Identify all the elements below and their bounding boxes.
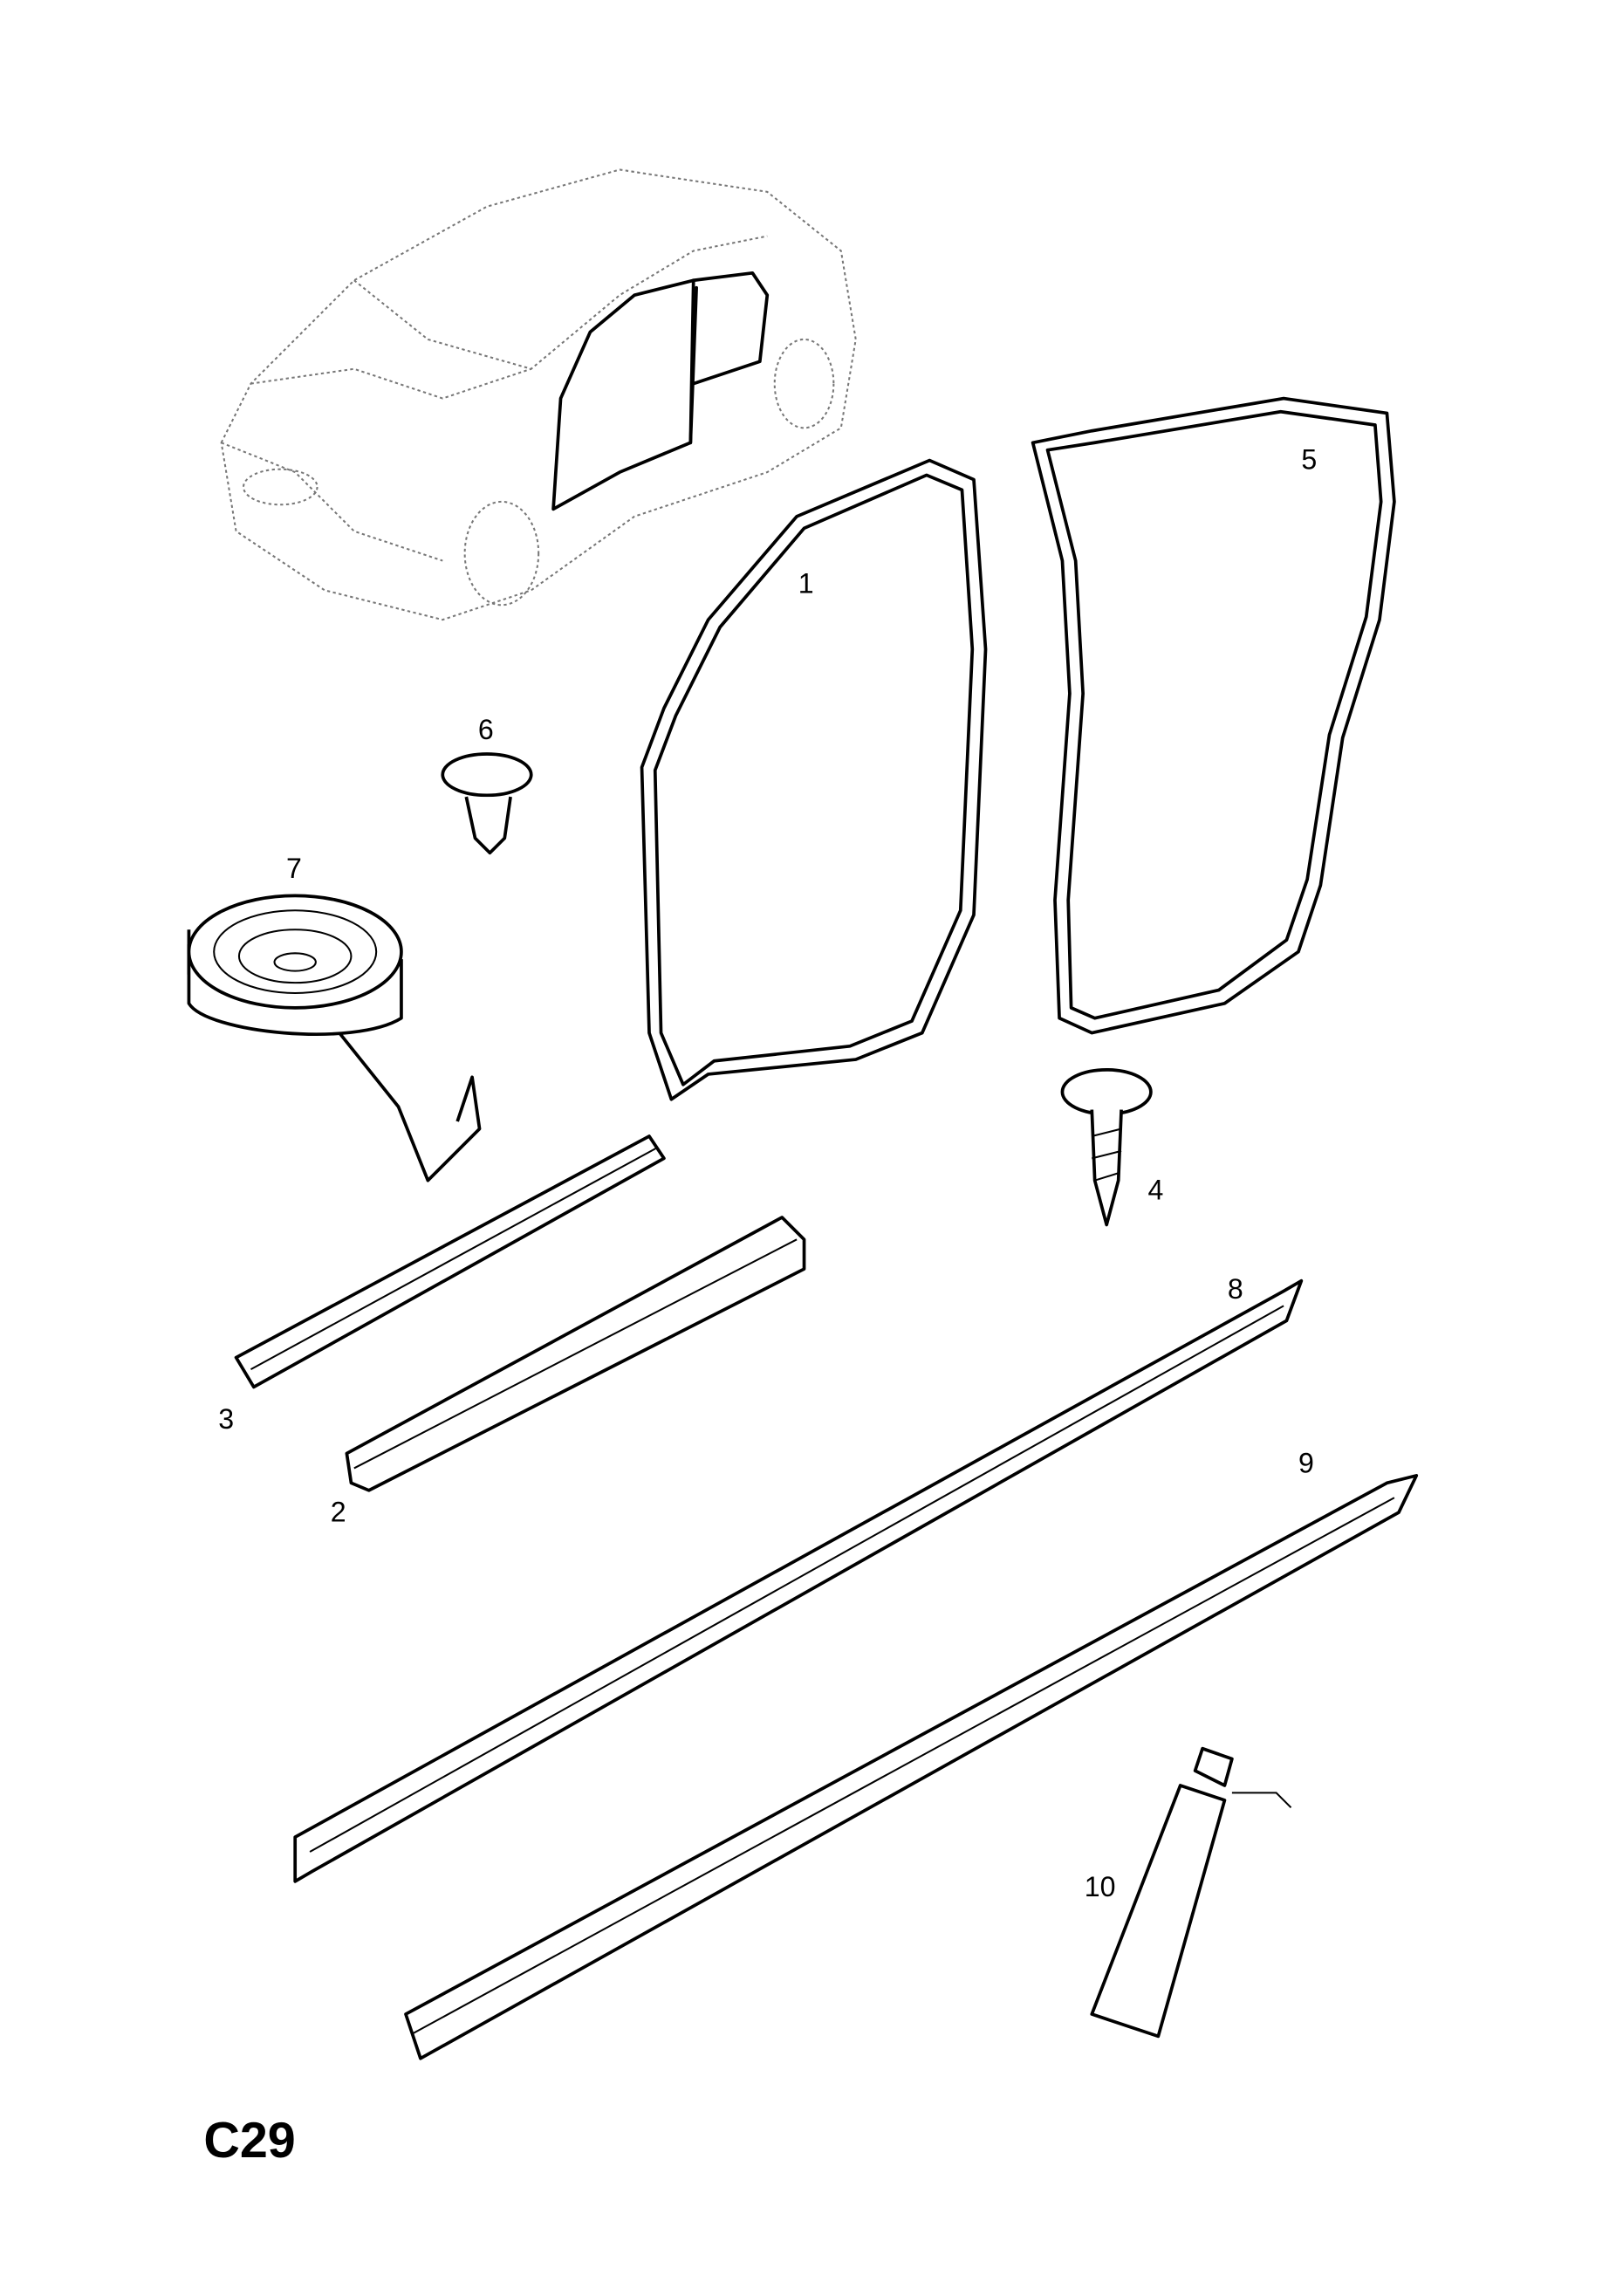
callout-9: 9 — [1298, 1447, 1314, 1478]
screw — [1060, 1068, 1153, 1227]
window-channel-seal — [345, 1216, 806, 1492]
callout-3: 3 — [218, 1403, 234, 1435]
rear-sill-strip — [404, 1474, 1419, 2060]
clip — [441, 752, 533, 855]
front-door-seal — [640, 458, 988, 1101]
car-illustration — [220, 168, 857, 621]
callout-4: 4 — [1148, 1175, 1164, 1206]
callout-5: 5 — [1301, 444, 1317, 476]
callout-8: 8 — [1228, 1273, 1243, 1305]
callout-6: 6 — [478, 714, 494, 745]
callout-10: 10 — [1085, 1871, 1116, 1902]
front-sill-strip — [293, 1278, 1304, 1883]
window-channel-seal-inner — [234, 1134, 666, 1389]
callout-1: 1 — [798, 568, 814, 600]
adhesive-tube — [1090, 1746, 1292, 2039]
callout-2: 2 — [331, 1496, 346, 1527]
callout-7: 7 — [286, 853, 302, 884]
tape-roll — [187, 894, 482, 1182]
rear-door-seal — [1031, 396, 1396, 1035]
page-code: C29 — [203, 2113, 295, 2169]
